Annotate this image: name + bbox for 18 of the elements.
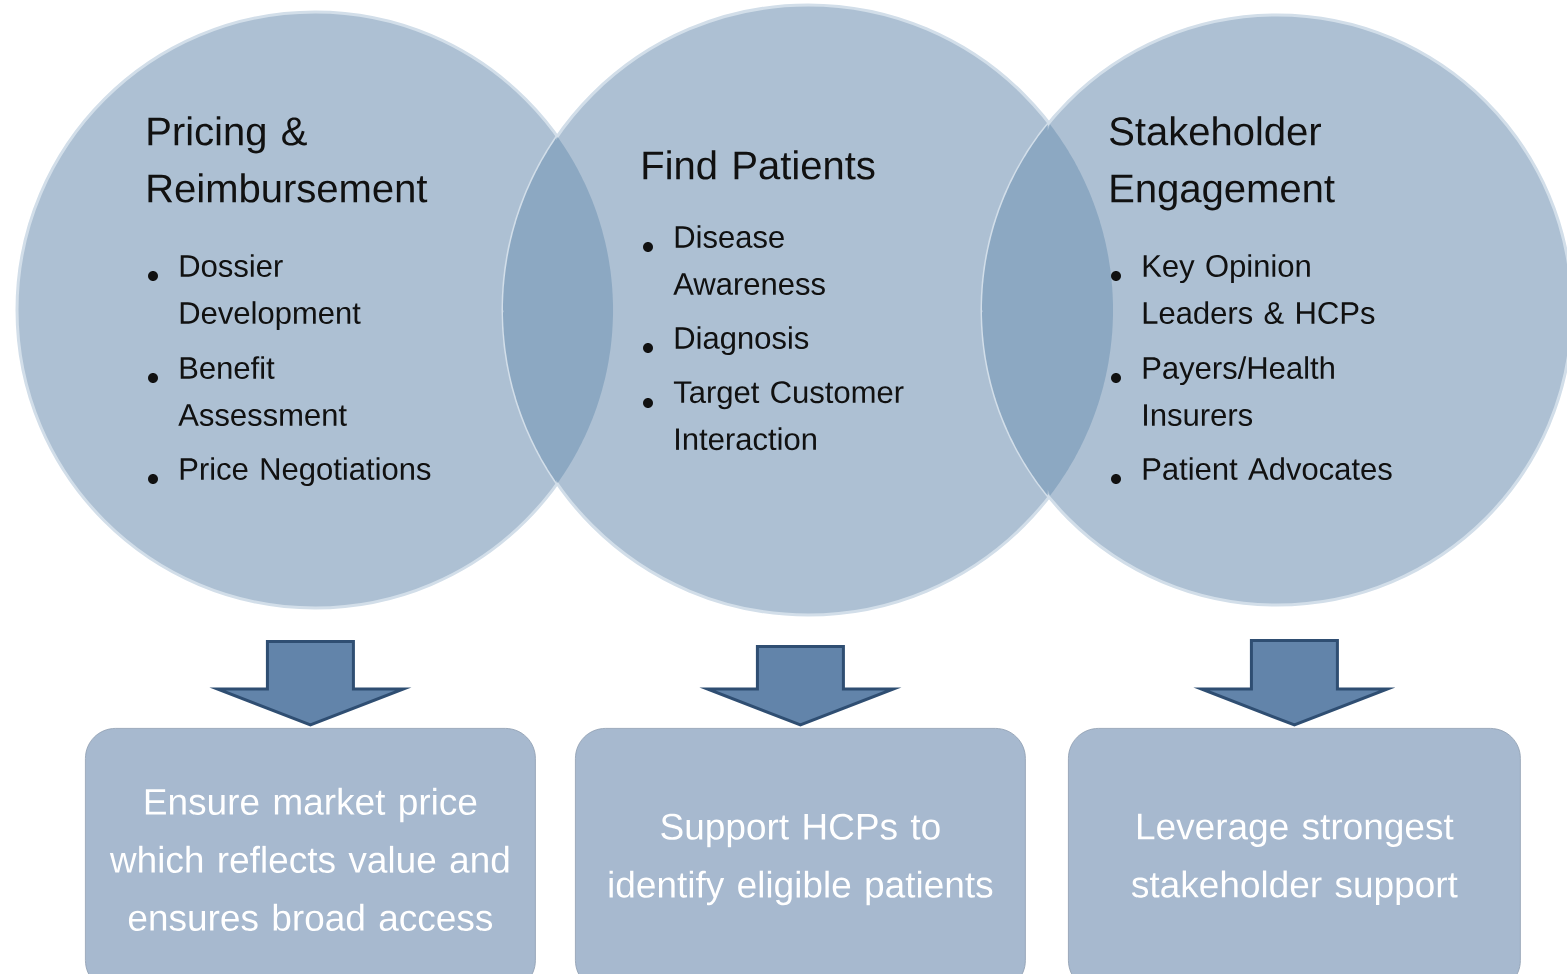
outcome-box: Support HCPs to identify eligible patients <box>575 728 1026 974</box>
circle-heading: Pricing & Reimbursement <box>148 116 428 203</box>
bullet-item: Dossier Development <box>148 254 361 331</box>
bullet-item: Benefit Assessment <box>148 356 347 426</box>
bullet-item: Patient Advocates <box>1111 457 1392 484</box>
bullet-item: Diagnosis <box>643 326 809 356</box>
circle-heading: Find Patients <box>643 150 875 180</box>
bullet-item: Disease Awareness <box>643 225 825 295</box>
bullet-item: Payers/Health Insurers <box>1111 356 1334 426</box>
bullet-item: Key Opinion Leaders & HCPs <box>1111 254 1375 324</box>
block-arrow <box>209 640 412 727</box>
circle-heading: Stakeholder Engagement <box>1110 116 1335 211</box>
bullet-item: Target Customer Interaction <box>643 381 904 451</box>
outcome-box: Ensure market price which reflects value and ensures broad access <box>85 728 536 974</box>
block-arrow <box>1193 639 1396 727</box>
outcome-box: Leverage strongest stakeholder support <box>1068 728 1521 974</box>
block-arrow <box>699 645 902 727</box>
bullet-item: Price Negotiations <box>148 457 431 487</box>
